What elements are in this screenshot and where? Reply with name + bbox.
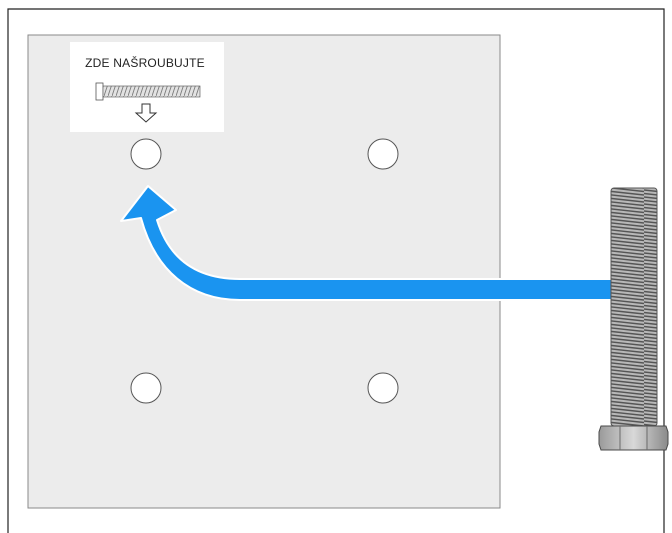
bolt-icon xyxy=(95,82,201,101)
hex-bolt-icon xyxy=(598,187,669,451)
frame-border xyxy=(7,8,665,533)
hole-top-right xyxy=(367,138,399,170)
instruction-text: ZDE NAŠROUBUJTE xyxy=(85,56,205,70)
curved-arrow-icon xyxy=(120,185,613,301)
hole-bottom-right xyxy=(367,372,399,404)
hole-top-left xyxy=(130,138,162,170)
down-arrow-icon xyxy=(134,103,158,123)
hole-bottom-left xyxy=(130,372,162,404)
